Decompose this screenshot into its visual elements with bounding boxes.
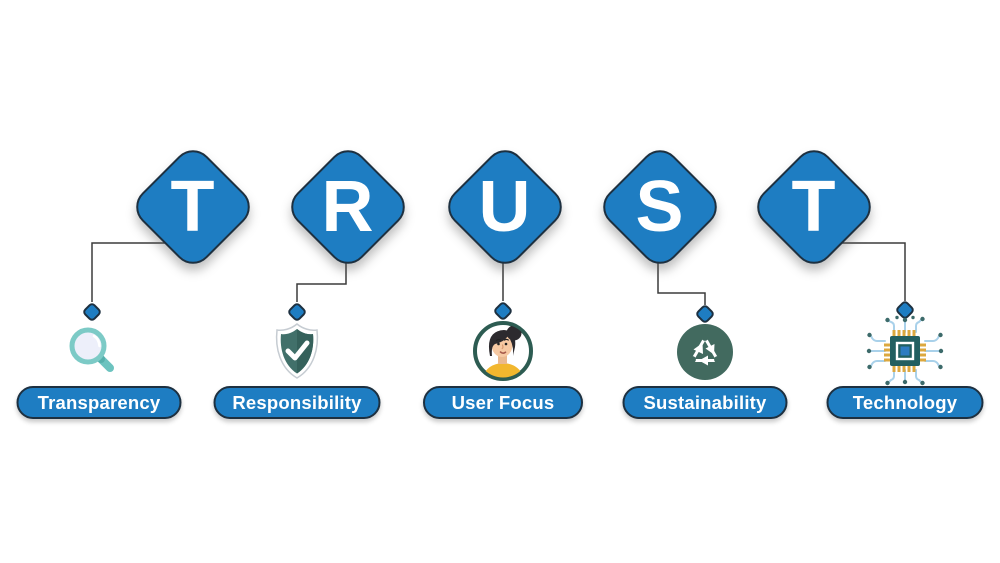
person-avatar-icon <box>473 321 533 381</box>
pill-label: Sustainability <box>643 391 767 413</box>
shield-check-icon <box>275 323 319 379</box>
node-diamond-icon <box>83 303 101 321</box>
label-pill-technology: Technology <box>826 386 984 419</box>
acronym-letter: S <box>635 167 685 247</box>
connector-sustainability <box>657 252 706 305</box>
pill-label: Responsibility <box>232 391 362 413</box>
pill-label: Technology <box>852 391 958 413</box>
label-pill-user-focus: User Focus <box>423 386 583 419</box>
recycle-icon <box>677 324 733 380</box>
magnifier-search-icon <box>69 327 114 372</box>
node-diamond-icon <box>494 302 512 320</box>
connector-technology <box>824 242 906 301</box>
pill-label: User Focus <box>451 391 555 413</box>
node-diamond-icon <box>696 305 714 323</box>
pill-label: Transparency <box>37 391 161 413</box>
connector-responsibility <box>296 252 347 302</box>
node-diamond-icon <box>288 303 306 321</box>
acronym-letter: T <box>170 167 216 247</box>
node-diamond-icon <box>896 301 914 319</box>
label-pill-responsibility: Responsibility <box>213 386 381 419</box>
acronym-letter: R <box>321 167 375 247</box>
connector-transparency <box>91 242 180 302</box>
microchip-icon <box>866 315 944 386</box>
label-pill-sustainability: Sustainability <box>622 386 788 419</box>
label-pill-transparency: Transparency <box>16 386 182 419</box>
acronym-letter: T <box>791 167 837 247</box>
acronym-letter: U <box>478 167 532 247</box>
